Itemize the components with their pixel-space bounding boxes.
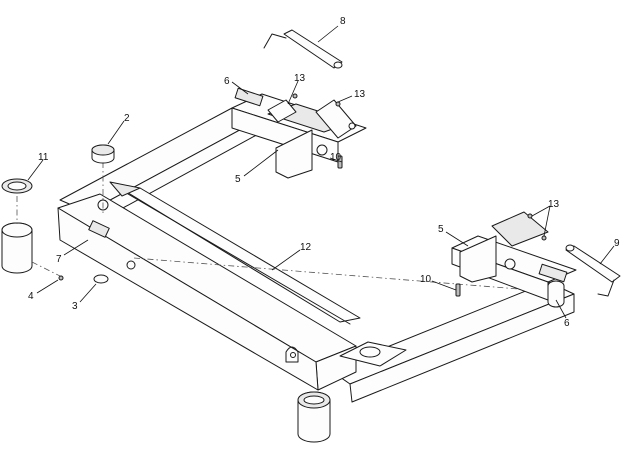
washer-3 [93,274,109,284]
callout-leaders [27,25,615,319]
callout-10-right: 10 [420,274,432,285]
center-front-bracket [285,341,407,367]
front-socket [297,391,331,443]
bolt-4 [58,275,64,281]
pivot-bushing-11 [1,178,33,194]
callout-9: 9 [614,238,620,249]
callout-5-top: 5 [235,174,241,185]
callout-13-a: 13 [294,73,306,84]
callout-2: 2 [124,113,130,124]
callout-7: 7 [56,254,62,265]
lower-hitch-bracket [451,211,577,308]
callout-4: 4 [28,291,34,302]
callout-11: 11 [38,152,49,163]
callout-3: 3 [72,301,78,312]
center-plate [109,181,361,325]
pin-9 [565,244,621,297]
callout-6-top: 6 [224,76,230,87]
pin-8 [263,29,343,69]
callout-8: 8 [340,16,346,27]
right-frame-rail [329,281,575,403]
callout-5-right: 5 [438,224,444,235]
upper-hitch-bracket [231,87,367,179]
callout-13-b: 13 [354,89,366,100]
cap-2 [91,144,115,164]
callout-13-c: 13 [548,199,560,210]
callout-labels: 8 6 13 13 2 11 5 10 13 5 9 12 7 4 3 10 6 [28,16,620,329]
callout-12: 12 [300,242,312,253]
callout-6-right: 6 [564,318,570,329]
callout-10-top: 10 [330,152,342,163]
pivot-tube [1,222,33,274]
